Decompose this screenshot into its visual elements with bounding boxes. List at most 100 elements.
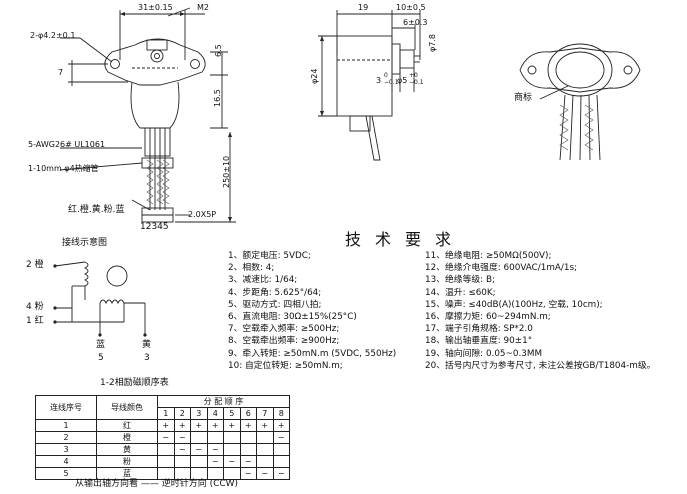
dim-16-5: 16.5 xyxy=(213,89,222,107)
table-row: 3 黄 − − − xyxy=(35,442,290,456)
spec-item: 10: 自定位转矩: ≥50mN.m; xyxy=(228,360,343,371)
cell xyxy=(256,430,274,444)
table-header-order: 分 配 顺 序 xyxy=(157,395,290,408)
cell xyxy=(256,442,274,456)
spec-item: 17、端子引角规格: SP*2.0 xyxy=(425,324,533,335)
table-row: 5 蓝 − − − xyxy=(35,466,290,480)
spec-item: 9、牵入转矩: ≥50mN.m (5VDC, 550Hz) xyxy=(228,348,397,359)
dim-phi24: φ24 xyxy=(310,68,319,84)
table-row: 1 红 + + + + + + + + xyxy=(35,418,290,432)
table-row: 4 粉 − − − xyxy=(35,454,290,468)
dim-phi5: φ5 xyxy=(397,76,408,85)
spec-item: 5、驱动方式: 四相八拍; xyxy=(228,299,322,310)
step-header: 8 xyxy=(272,407,290,420)
cell: + xyxy=(190,418,208,432)
spec-item: 14、温升: ≤60K; xyxy=(425,287,496,298)
row-number: 3 xyxy=(35,442,97,456)
dim-3-tol-upper: 0 xyxy=(384,72,388,79)
spec-item: 7、空载牵入频率: ≥500Hz; xyxy=(228,324,340,335)
table-row: 2 橙 − − − xyxy=(35,430,290,444)
cell xyxy=(239,430,257,444)
step-header: 1 xyxy=(157,407,175,420)
spec-item: 19、轴向间隙: 0.05~0.3MM xyxy=(425,348,543,359)
cell: + xyxy=(256,418,274,432)
spec-item: 20、括号内尺寸为参考尺寸, 未注公差按GB/T1804-m级。 xyxy=(425,360,656,371)
cell xyxy=(173,466,191,480)
step-header: 2 xyxy=(173,407,191,420)
dim-phi5-tol-upper: +0 xyxy=(409,72,418,79)
cell: + xyxy=(157,418,175,432)
wiring-label-red: 1 红 xyxy=(26,316,44,326)
dim-6: 6±0.3 xyxy=(403,18,428,27)
row-number: 1 xyxy=(35,418,97,432)
wiring-label-5: 5 xyxy=(98,353,104,363)
dim-10: 10±0.5 xyxy=(396,3,426,12)
cell: − xyxy=(239,466,257,480)
specs-right: 11、绝缘电阻: ≥50MΩ(500V); 12、绝缘介电强度: 600VAC/… xyxy=(425,250,655,372)
cell xyxy=(223,442,241,456)
spec-item: 15、噪声: ≤40dB(A)(100Hz, 空载, 10cm); xyxy=(425,299,603,310)
trademark-label: 商标 xyxy=(514,93,533,103)
cell: − xyxy=(256,466,274,480)
cell xyxy=(206,430,224,444)
spec-title: 技术要求 xyxy=(345,230,466,249)
spec-item: 8、空载牵出频率: ≥900Hz; xyxy=(228,336,340,347)
cell xyxy=(239,442,257,456)
specs-left: 1、额定电压: 5VDC; 2、相数: 4; 3、减速比: 1/64; 4、步距… xyxy=(228,250,396,372)
cell: − xyxy=(206,454,224,468)
cell xyxy=(173,454,191,468)
row-color: 粉 xyxy=(96,454,158,468)
dim-3-tol-lower: −0.1 xyxy=(384,79,399,86)
cell xyxy=(190,454,208,468)
cell xyxy=(157,454,175,468)
cell xyxy=(190,430,208,444)
dim-phi5-tol-lower: −0.1 xyxy=(409,79,424,86)
row-color: 黄 xyxy=(96,442,158,456)
dim-phi7-8: φ7.8 xyxy=(428,34,437,52)
cell: − xyxy=(223,454,241,468)
cell xyxy=(256,454,274,468)
cell xyxy=(157,466,175,480)
cell: + xyxy=(173,418,191,432)
cell: + xyxy=(239,418,257,432)
awg-label: 5-AWG26# UL1061 xyxy=(28,140,106,149)
cell: − xyxy=(173,442,191,456)
cell: + xyxy=(272,418,290,432)
step-header: 5 xyxy=(223,407,241,420)
step-header: 7 xyxy=(256,407,274,420)
wire-colors: 红.橙.黄.粉.蓝 xyxy=(68,205,125,215)
wiring-label-yellow: 黄 xyxy=(142,340,152,350)
cell: − xyxy=(272,430,290,444)
spec-item: 16、摩擦力矩: 60~294mN.m; xyxy=(425,312,551,323)
wiring-label-orange: 2 橙 xyxy=(26,260,44,270)
row-number: 2 xyxy=(35,430,97,444)
spec-item: 1、额定电压: 5VDC; xyxy=(228,251,311,261)
table-footer: 从输出轴方向看 —— 逆时针方向 (CCW) xyxy=(75,479,239,489)
cell: − xyxy=(157,430,175,444)
step-header: 6 xyxy=(239,407,257,420)
wiring-title: 接线示意图 xyxy=(62,238,108,248)
dim-hole: 2-φ4.2±0.1 xyxy=(30,31,76,40)
cell: − xyxy=(272,466,290,480)
step-header: 4 xyxy=(206,407,224,420)
dim-250: 250±10 xyxy=(222,155,231,188)
table-title: 1-2相励磁顺序表 xyxy=(100,378,169,388)
spec-item: 13、绝缘等级: B; xyxy=(425,275,495,286)
excitation-table: 连线序号 导线颜色 分 配 顺 序 1 2 3 4 5 6 7 8 1 红 + … xyxy=(35,395,290,480)
step-header: 3 xyxy=(190,407,208,420)
dim-19: 19 xyxy=(358,3,369,12)
cell: − xyxy=(206,442,224,456)
row-color: 橙 xyxy=(96,430,158,444)
row-color: 蓝 xyxy=(96,466,158,480)
cell: − xyxy=(190,442,208,456)
cell xyxy=(272,442,290,456)
wiring-label-blue: 蓝 xyxy=(96,340,106,350)
spec-item: 6、直流电阻: 30Ω±15%(25°C) xyxy=(228,312,357,323)
cell: − xyxy=(173,430,191,444)
cell: + xyxy=(223,418,241,432)
spec-item: 4、步距角: 5.625°/64; xyxy=(228,287,322,298)
cell xyxy=(206,466,224,480)
connector-label: 2.0X5P xyxy=(188,210,217,219)
cell: − xyxy=(239,454,257,468)
cell xyxy=(157,442,175,456)
